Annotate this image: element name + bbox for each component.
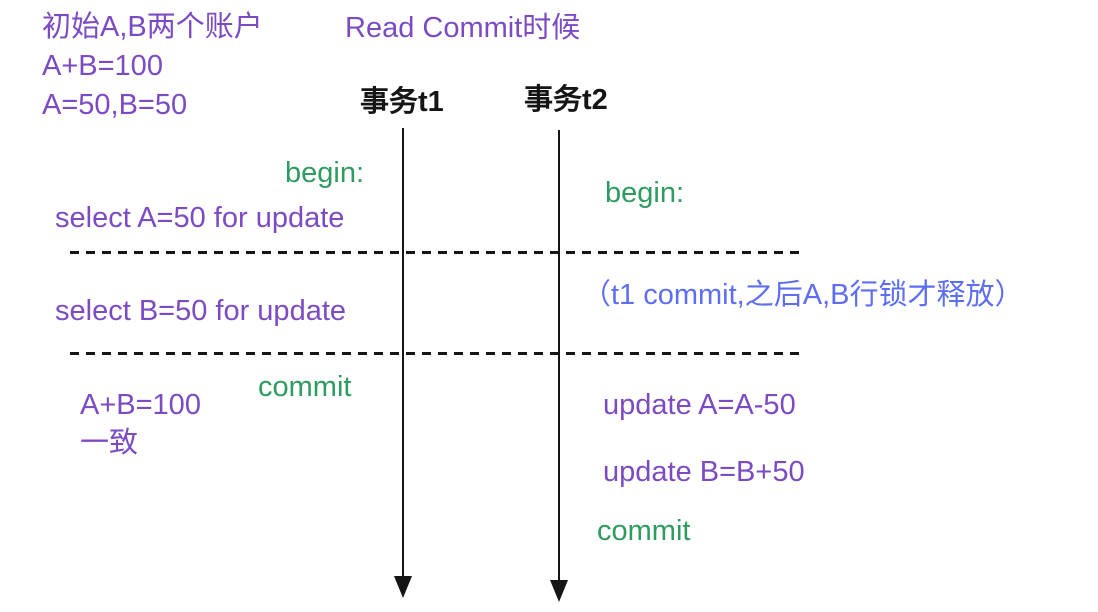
t2-lock-release-note: （t1 commit,之后A,B行锁才释放） — [582, 279, 1024, 311]
t1-result-line-2: 一致 — [80, 427, 139, 459]
t1-select-a-statement: select A=50 for update — [55, 202, 345, 234]
dashed-separator-2 — [70, 352, 800, 355]
initial-state-line-2: A+B=100 — [42, 50, 163, 82]
t2-update-b-statement: update B=B+50 — [603, 456, 805, 488]
t1-begin-label: begin: — [285, 157, 365, 189]
transaction-t1-label: 事务t1 — [360, 86, 444, 118]
dashed-separator-1 — [70, 251, 800, 254]
transaction-t2-label: 事务t2 — [524, 84, 608, 116]
diagram-title: Read Commit时候 — [345, 12, 581, 44]
t2-commit-label: commit — [597, 515, 691, 547]
t2-timeline-line — [558, 130, 560, 580]
t2-begin-label: begin: — [605, 177, 685, 209]
initial-state-line-1: 初始A,B两个账户 — [42, 11, 263, 43]
initial-state-line-3: A=50,B=50 — [42, 89, 188, 121]
t1-arrow-down-icon — [394, 576, 412, 598]
t2-update-a-statement: update A=A-50 — [603, 389, 796, 421]
t2-arrow-down-icon — [550, 580, 568, 602]
t1-result-line-1: A+B=100 — [80, 389, 201, 421]
initial-state-note: 初始A,B两个账户 A+B=100 A=50,B=50 — [42, 8, 263, 125]
t1-commit-label: commit — [258, 371, 352, 403]
t1-select-b-statement: select B=50 for update — [55, 295, 347, 327]
